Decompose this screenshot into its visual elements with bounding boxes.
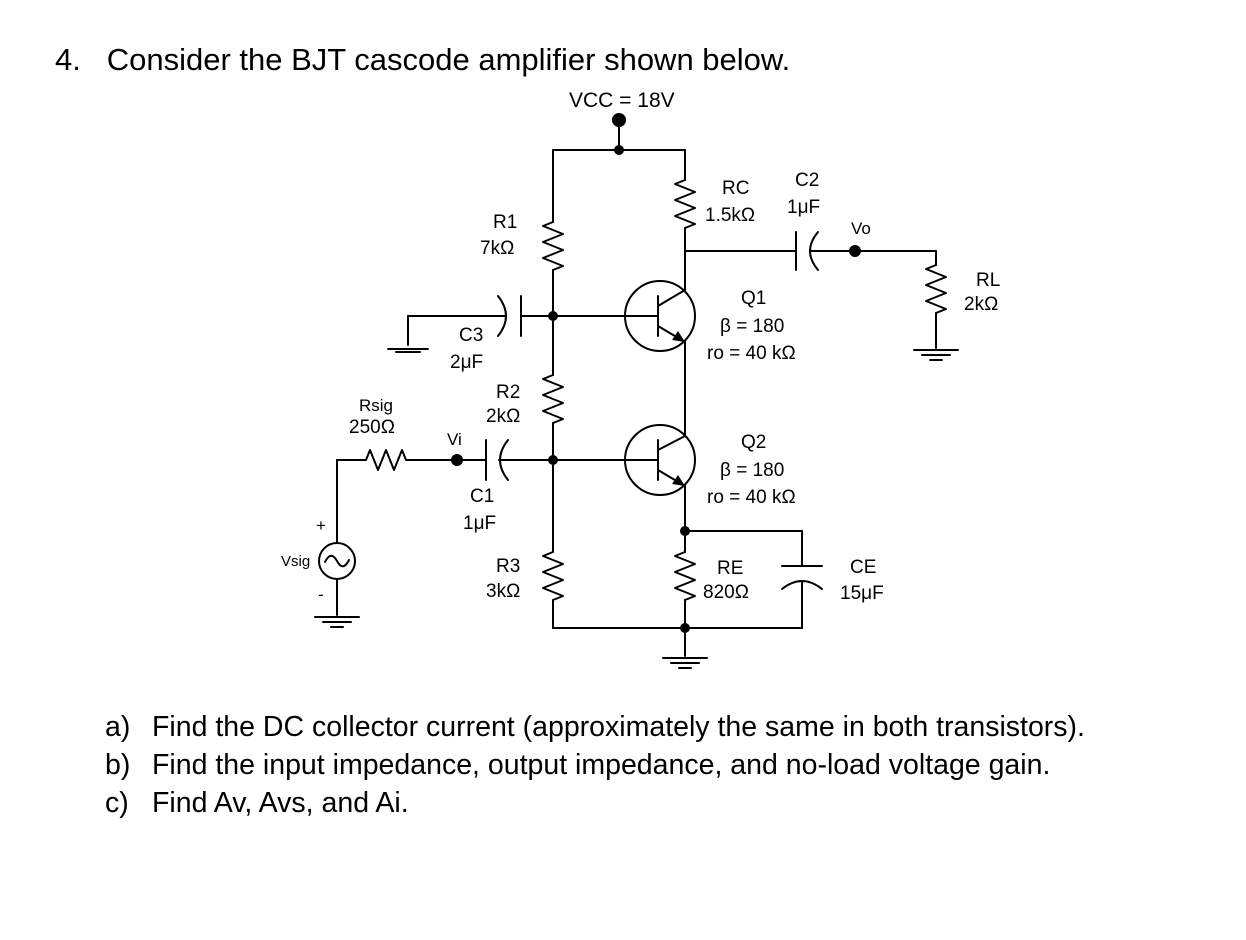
r3-value: 3kΩ (486, 581, 520, 602)
r2-resistor (542, 374, 564, 424)
vcc-label: VCC = 18V (569, 89, 675, 112)
r1-value: 7kΩ (480, 238, 514, 259)
component-labels: VCC = 18V RC 1.5kΩ C2 1μF Vo RL 2kΩ R1 7… (281, 89, 1000, 604)
rc-name: RC (722, 178, 749, 199)
question-c: c) Find Av, Avs, and Ai. (105, 784, 1085, 822)
rc-value: 1.5kΩ (705, 205, 755, 226)
problem-number: 4. (55, 42, 81, 77)
collector-column (674, 149, 696, 437)
q1-transistor (624, 280, 696, 352)
q2-beta: β = 180 (720, 460, 784, 481)
problem-text: Consider the BJT cascode amplifier shown… (106, 42, 791, 77)
c1-name: C1 (470, 486, 494, 507)
vcc-supply (552, 113, 686, 155)
vsig-label: Vsig (281, 553, 310, 570)
ce-name: CE (850, 557, 876, 578)
q2-transistor (552, 424, 696, 496)
r3-name: R3 (496, 556, 520, 577)
q1-ro: ro = 40 kΩ (707, 343, 796, 364)
q1-beta: β = 180 (720, 316, 784, 337)
rc-resistor (674, 179, 696, 229)
cascode-amplifier-schematic: VCC = 18V RC 1.5kΩ C2 1μF Vo RL 2kΩ R1 7… (281, 89, 1000, 669)
q2-name: Q2 (741, 432, 766, 453)
question-b-text: Find the input impedance, output impedan… (152, 749, 1051, 781)
input-network (314, 439, 554, 628)
c3-capacitor (387, 295, 646, 353)
re-name: RE (717, 558, 743, 579)
plus-label: + (316, 516, 326, 535)
problem-statement: 4. Consider the BJT cascode amplifier sh… (55, 42, 790, 78)
rl-name: RL (976, 270, 1000, 291)
rsig-value: 250Ω (349, 417, 395, 438)
rl-value: 2kΩ (964, 294, 998, 315)
minus-label: - (318, 585, 324, 604)
rsig-resistor (336, 449, 458, 471)
question-list: a) Find the DC collector current (approxi… (105, 708, 1085, 822)
re-value: 820Ω (703, 582, 749, 603)
c1-value: 1μF (463, 513, 496, 534)
c2-name: C2 (795, 170, 819, 191)
r2-value: 2kΩ (486, 406, 520, 427)
question-b: b) Find the input impedance, output imped… (105, 746, 1085, 784)
bias-divider (542, 149, 686, 629)
output-network (684, 231, 959, 361)
question-a: a) Find the DC collector current (approxi… (105, 708, 1085, 746)
c3-value: 2μF (450, 352, 483, 373)
rsig-name: Rsig (359, 396, 393, 415)
c2-value: 1μF (787, 197, 820, 218)
rl-resistor (925, 264, 947, 314)
question-b-letter: b) (105, 749, 131, 781)
q2-ro: ro = 40 kΩ (707, 487, 796, 508)
c3-name: C3 (459, 325, 483, 346)
ce-value: 15μF (840, 583, 884, 604)
emitter-network (662, 485, 823, 669)
r1-name: R1 (493, 212, 517, 233)
question-c-text: Find Av, Avs, and Ai. (152, 787, 409, 819)
question-a-text: Find the DC collector current (approxima… (152, 711, 1085, 743)
vi-label: Vi (447, 430, 462, 449)
question-a-letter: a) (105, 711, 131, 743)
r3-resistor (542, 551, 564, 601)
r2-name: R2 (496, 382, 520, 403)
q1-name: Q1 (741, 288, 766, 309)
re-resistor (674, 551, 696, 601)
r1-resistor (542, 221, 564, 271)
question-c-letter: c) (105, 787, 129, 819)
vo-label: Vo (851, 219, 871, 238)
